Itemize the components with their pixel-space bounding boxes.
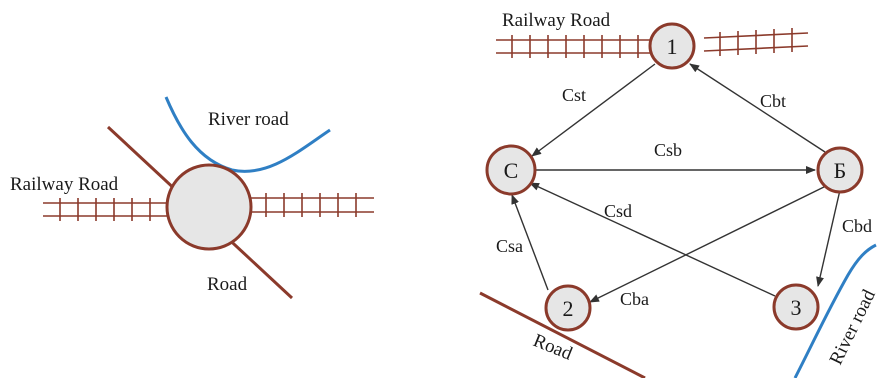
node-2: 2 [544, 284, 592, 332]
right-road-label: Road [530, 330, 576, 365]
node-b: Б [816, 146, 864, 194]
left-hub-diagram: River road Railway Road Road [10, 96, 374, 300]
edge-label-cbt: Cbt [760, 91, 786, 111]
edge-label-csd: Csd [604, 201, 632, 221]
edge-cst [531, 63, 656, 157]
right-network-diagram: 1 C Б 2 3 Railway Road Road River road C… [479, 10, 880, 378]
svg-text:C: C [504, 158, 519, 183]
edge-cba [589, 184, 829, 303]
edge-label-cba: Cba [620, 289, 649, 309]
edge-label-csb: Csb [654, 140, 682, 160]
left-river-line [164, 96, 331, 173]
left-railway-right [250, 193, 374, 217]
edge-cbt [689, 63, 826, 153]
edge-csa [511, 194, 549, 291]
svg-text:1: 1 [667, 34, 678, 59]
right-railway-label: Railway Road [502, 10, 611, 31]
left-railway-label: Railway Road [10, 174, 119, 195]
right-edges [511, 63, 841, 303]
left-river-label: River road [208, 109, 289, 130]
svg-text:2: 2 [563, 296, 574, 321]
svg-text:Б: Б [834, 158, 847, 183]
right-road-line [479, 291, 646, 378]
edge-cbd [816, 189, 841, 287]
node-c: C [485, 144, 537, 196]
edge-csd [529, 182, 776, 297]
node-3: 3 [772, 283, 820, 331]
right-river-line [793, 243, 877, 378]
left-hub-node [165, 163, 253, 251]
edge-label-cbd: Cbd [842, 216, 872, 236]
svg-text:3: 3 [791, 295, 802, 320]
node-1: 1 [648, 22, 696, 70]
left-road-label: Road [207, 274, 248, 295]
edge-label-cst: Cst [562, 85, 586, 105]
edge-label-csa: Csa [496, 236, 523, 256]
right-railway-track [496, 28, 809, 58]
left-railway-left [43, 198, 168, 221]
